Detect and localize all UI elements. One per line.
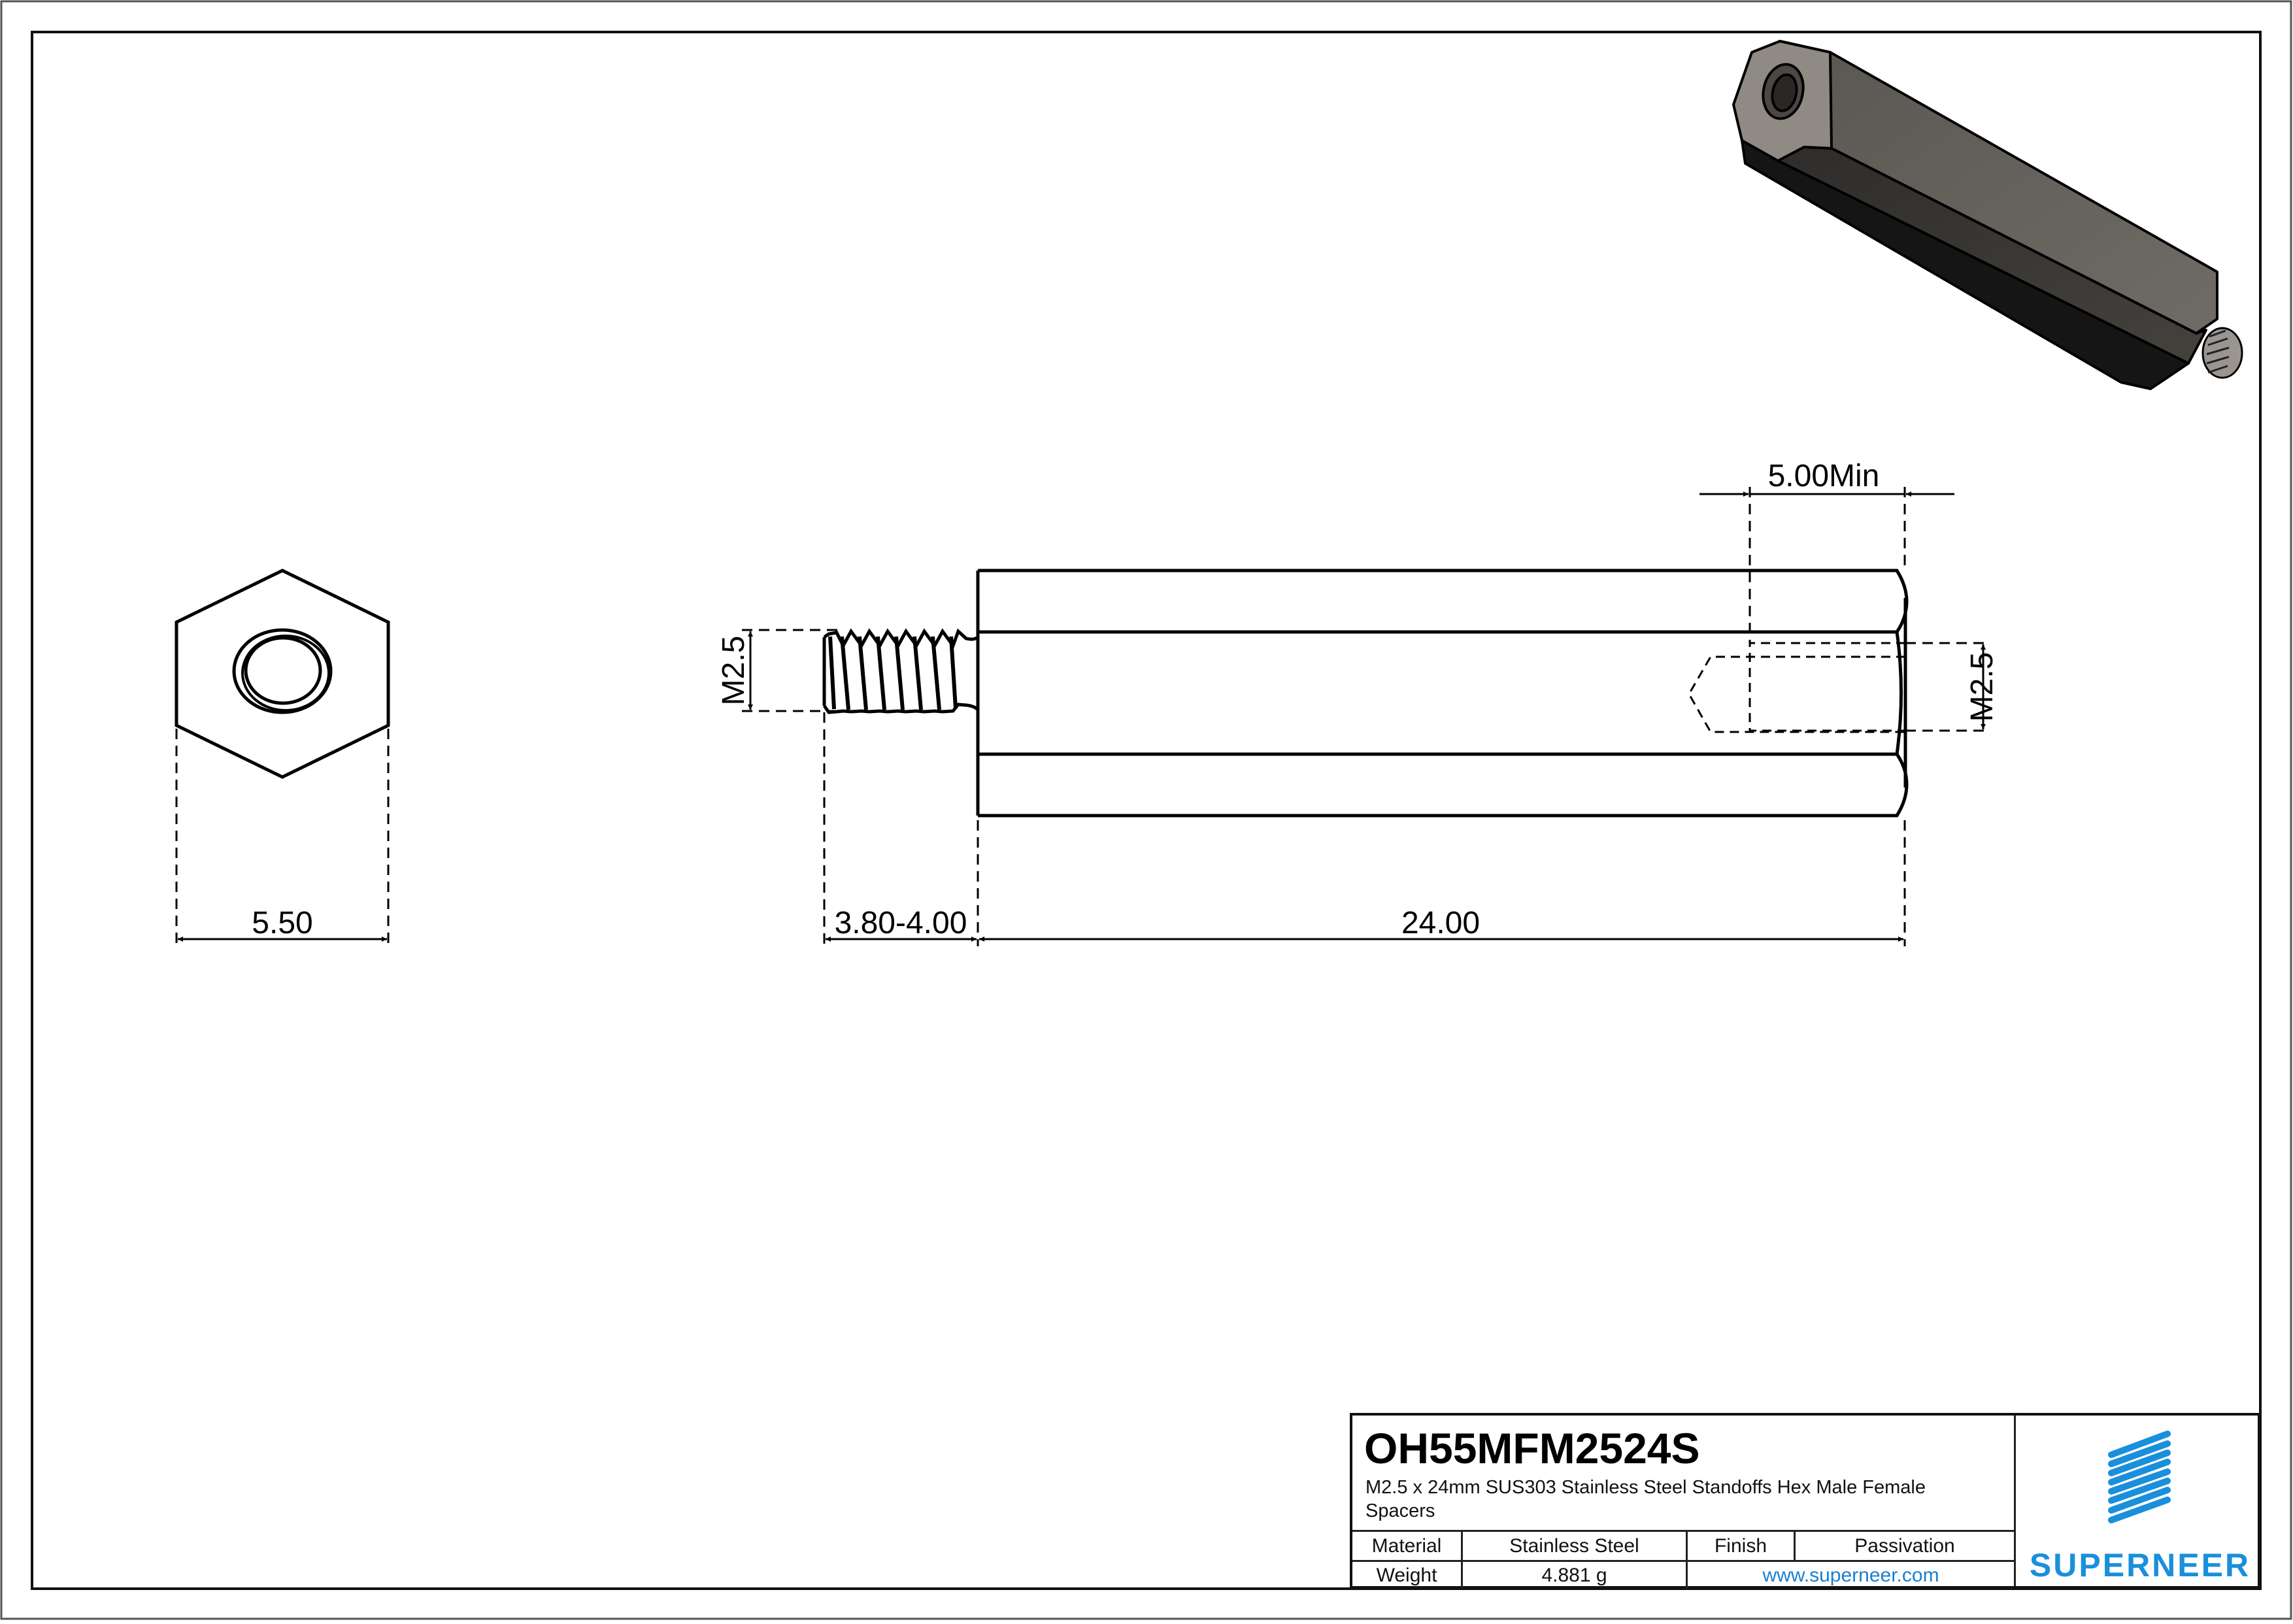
- value-weight: 4.881 g: [1461, 1562, 1686, 1589]
- dim-text-hex-width: 5.50: [252, 906, 312, 940]
- side-view-body: [976, 569, 1909, 818]
- dimension-female-thread-dia: [1905, 642, 1990, 732]
- value-material: Stainless Steel: [1461, 1532, 1686, 1560]
- brand-stripes-icon: [2108, 1431, 2171, 1523]
- hex-end-view: [175, 569, 390, 779]
- isometric-render: [1732, 40, 2243, 390]
- brand-logo: SUPERNEER: [2016, 1416, 2258, 1586]
- title-block-row-weight: Weight 4.881 g www.superneer.com: [1352, 1560, 2014, 1589]
- dimension-body-length: [979, 820, 1906, 946]
- part-number: OH55MFM2524S: [1364, 1424, 1700, 1472]
- dim-text-female-depth: 5.00Min: [1768, 459, 1880, 493]
- part-description: M2.5 x 24mm SUS303 Stainless Steel Stand…: [1365, 1477, 1926, 1521]
- dimension-male-thread-dia: [742, 629, 843, 712]
- dim-text-body-length: 24.00: [1401, 906, 1480, 940]
- title-block-row-material: Material Stainless Steel Finish Passivat…: [1352, 1530, 2014, 1560]
- inner-border: [31, 31, 2262, 1590]
- label-finish: Finish: [1686, 1532, 1794, 1560]
- title-block: OH55MFM2524S M2.5 x 24mm SUS303 Stainles…: [1350, 1413, 2260, 1589]
- male-thread: [822, 628, 979, 714]
- title-block-main: OH55MFM2524S M2.5 x 24mm SUS303 Stainles…: [1352, 1416, 2016, 1589]
- dimension-hex-width: [175, 729, 390, 946]
- value-finish: Passivation: [1794, 1532, 2014, 1560]
- dim-text-male-thread: M2.5: [716, 636, 751, 706]
- female-thread-hidden: [1688, 642, 1905, 733]
- brand-name: SUPERNEER: [2029, 1547, 2251, 1583]
- label-material: Material: [1371, 1534, 1442, 1557]
- dimension-male-thread-length: [823, 712, 979, 946]
- website-link[interactable]: www.superneer.com: [1686, 1562, 2014, 1589]
- dimension-female-thread-depth: [1699, 487, 1954, 643]
- label-weight: Weight: [1376, 1564, 1437, 1586]
- dim-text-male-length: 3.80-4.00: [835, 906, 967, 940]
- dim-text-female-thread: M2.5: [1965, 652, 2000, 722]
